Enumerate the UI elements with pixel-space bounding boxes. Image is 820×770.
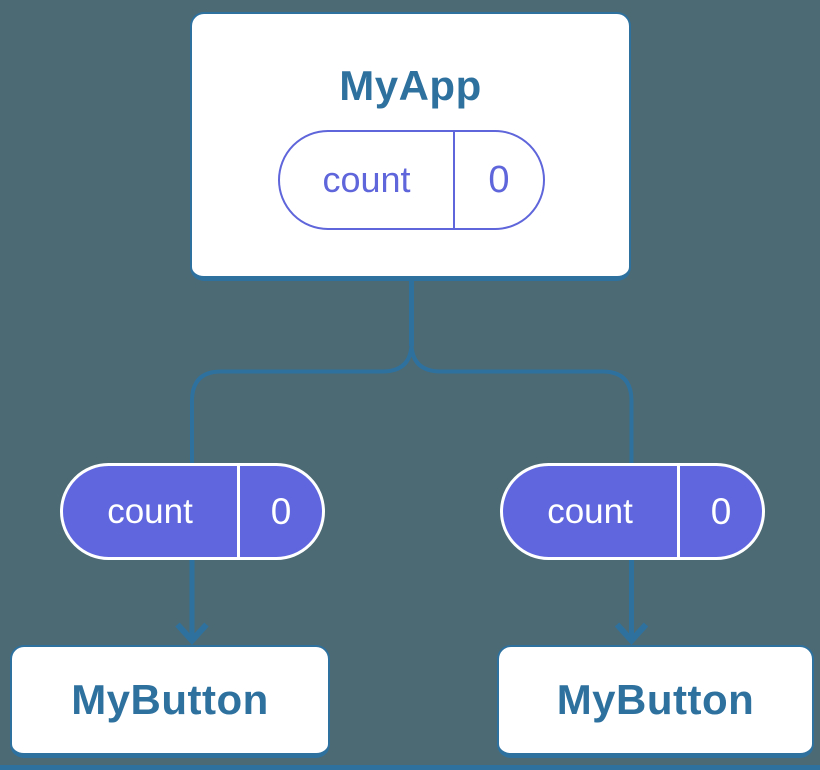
prop-pill-value: 0	[710, 490, 732, 532]
state-pill-myapp: count 0	[278, 130, 545, 230]
pill-divider	[237, 466, 240, 557]
node-mybutton-right-title: MyButton	[556, 676, 755, 723]
node-myapp-title: MyApp	[339, 62, 482, 109]
pill-divider	[677, 466, 680, 557]
pill-divider	[453, 132, 455, 228]
prop-pill-left: count 0	[60, 463, 325, 560]
prop-pill-value: 0	[270, 490, 292, 532]
left-branch-line	[190, 342, 414, 470]
arrow-down-icon	[175, 622, 209, 645]
node-mybutton-left-title: MyButton	[71, 676, 269, 723]
state-pill-value: 0	[488, 158, 510, 201]
state-pill-label: count	[322, 159, 411, 200]
node-mybutton-left: MyButton	[10, 645, 330, 758]
node-mybutton-right: MyButton	[497, 645, 814, 758]
arrow-down-icon	[614, 622, 649, 645]
right-branch-line	[409, 342, 634, 470]
prop-pill-label: count	[547, 491, 633, 531]
prop-pill-right: count 0	[500, 463, 765, 560]
bottom-edge-bar	[0, 765, 820, 770]
prop-pill-label: count	[107, 491, 193, 531]
